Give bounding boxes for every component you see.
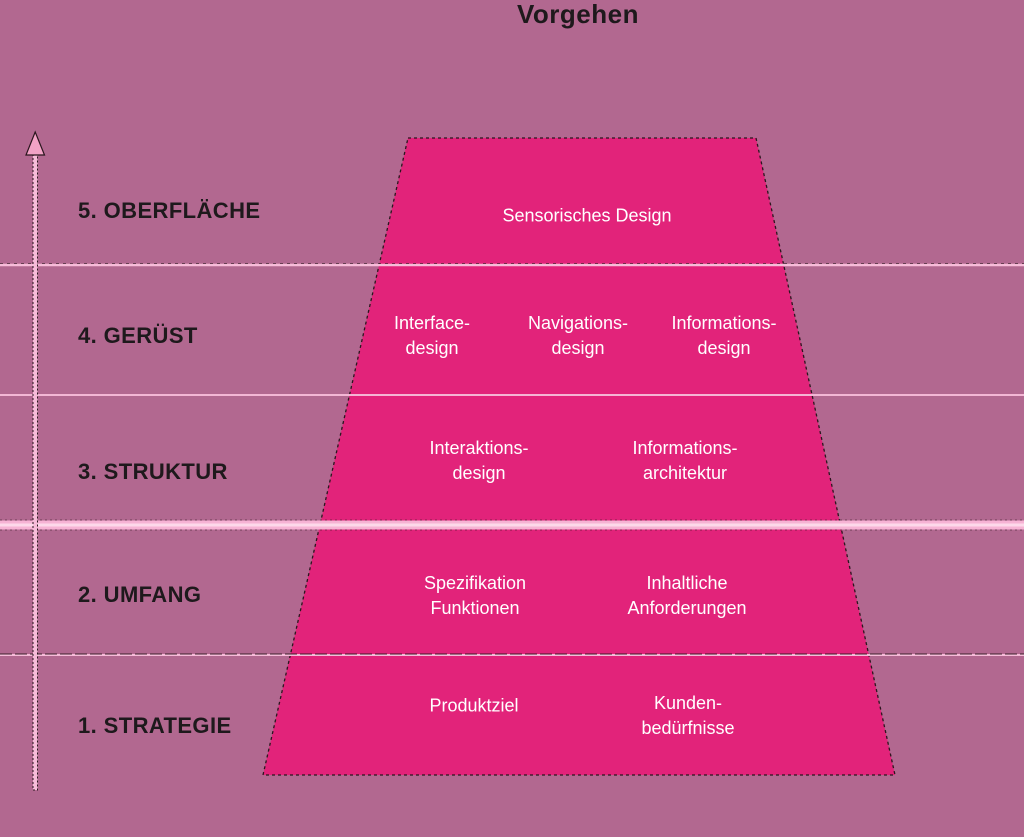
funnel-item-spezifikation-funktionen: Spezifikation Funktionen bbox=[423, 573, 527, 618]
funnel-item-informationsarchitektur: Informations- architektur bbox=[632, 438, 738, 483]
funnel-item-kundenbeduerfnisse: Kunden- bedürfnisse bbox=[641, 693, 735, 738]
y-axis-arrow bbox=[25, 130, 46, 791]
page-title: Vorgehen bbox=[517, 0, 639, 29]
funnel-item-navigationsdesign: Navigations- design bbox=[527, 313, 629, 358]
funnel-item-sensorisches-design: Sensorisches Design bbox=[502, 205, 672, 226]
arrowhead-icon bbox=[25, 130, 46, 156]
funnel-item-informationsdesign: Informations- design bbox=[671, 313, 777, 358]
level-divider-struktur-umfang-highlight bbox=[0, 519, 1024, 531]
level-divider-umfang-strategie bbox=[0, 653, 1024, 656]
funnel-item-produktziel: Produktziel bbox=[429, 695, 519, 716]
level-divider-oberflaeche-geruest bbox=[0, 263, 1024, 267]
level-label-2-umfang: 2. UMFANG bbox=[78, 582, 202, 607]
funnel-item-interfacedesign: Interface- design bbox=[393, 313, 471, 358]
level-label-5-oberflaeche: 5. OBERFLÄCHE bbox=[78, 198, 261, 223]
level-label-1-strategie: 1. STRATEGIE bbox=[78, 713, 232, 738]
funnel-shape bbox=[262, 137, 896, 776]
level-label-4-geruest: 4. GERÜST bbox=[78, 323, 198, 348]
funnel-item-inhaltliche-anforderungen: Inhaltliche Anforderungen bbox=[627, 573, 747, 618]
level-label-3-struktur: 3. STRUKTUR bbox=[78, 459, 228, 484]
funnel-item-interaktionsdesign: Interaktions- design bbox=[429, 438, 529, 483]
